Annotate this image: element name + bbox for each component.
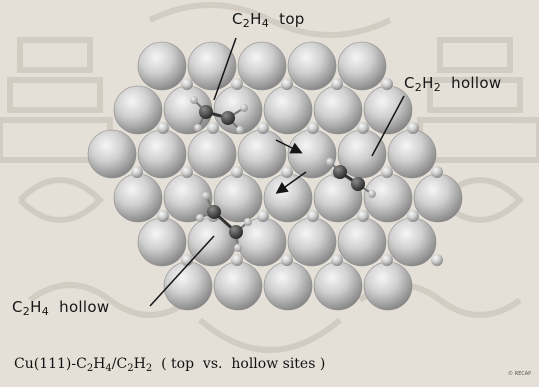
label-sub: 2 [434, 81, 441, 94]
cu-atom [364, 262, 412, 310]
subsurface-atom [181, 78, 193, 90]
cu-atom [288, 130, 336, 178]
subsurface-atom [331, 254, 343, 266]
subsurface-atom [157, 122, 169, 134]
cu-atom [314, 86, 362, 134]
subsurface-atom [407, 122, 419, 134]
carbon-atom [207, 205, 221, 219]
label-sub: 4 [262, 17, 269, 30]
cu-atom [138, 218, 186, 266]
cu-atom [138, 130, 186, 178]
subsurface-atom [181, 166, 193, 178]
label-text: H [30, 298, 42, 316]
label-text: C [232, 10, 243, 28]
subsurface-atom [231, 166, 243, 178]
label-text: C [404, 74, 415, 92]
cu-atom [288, 218, 336, 266]
subsurface-atom [357, 210, 369, 222]
carbon-atom [199, 105, 213, 119]
copyright-mark: © RECAP [508, 371, 531, 377]
cu-atom [414, 174, 462, 222]
subsurface-atom [307, 122, 319, 134]
hydrogen-atom [202, 192, 210, 200]
cu-atom [338, 218, 386, 266]
figure-caption: Cu(111)-C2H4/C2H2 ( top vs. hollow sites… [14, 356, 484, 374]
cu-atom [88, 130, 136, 178]
cu-atom [264, 86, 312, 134]
subsurface-atom [157, 210, 169, 222]
subsurface-atom [231, 78, 243, 90]
subsurface-atom [381, 166, 393, 178]
label-text: C [12, 298, 23, 316]
caption-text: H [134, 356, 146, 372]
cu-atom [188, 130, 236, 178]
subsurface-atom [257, 210, 269, 222]
subsurface-atom [207, 122, 219, 134]
hydrogen-atom [194, 124, 202, 132]
cu-atom [214, 174, 262, 222]
label-c2h2-hollow: C2H2 hollow [404, 74, 501, 94]
cu-atom [114, 174, 162, 222]
subsurface-atom [281, 254, 293, 266]
subsurface-atom [431, 254, 443, 266]
carbon-atom [229, 225, 243, 239]
cu-atom [338, 42, 386, 90]
cu-atom [388, 218, 436, 266]
caption-text: H [93, 356, 105, 372]
carbon-atom [333, 165, 347, 179]
cu-atom [264, 174, 312, 222]
subsurface-atom [281, 78, 293, 90]
subsurface-atom [357, 122, 369, 134]
label-c2h4-top: C2H4 top [232, 10, 305, 30]
subsurface-atom [381, 78, 393, 90]
label-c2h4-hollow: C2H4 hollow [12, 298, 109, 318]
label-text: H [422, 74, 434, 92]
hydrogen-atom [240, 104, 248, 112]
label-sub: 4 [42, 305, 49, 318]
cu-atom [314, 262, 362, 310]
hydrogen-atom [234, 244, 242, 252]
hydrogen-atom [326, 158, 334, 166]
cu-atom [238, 42, 286, 90]
cu-atom [138, 42, 186, 90]
subsurface-atom [407, 210, 419, 222]
label-sub: 2 [243, 17, 250, 30]
cu-atom [214, 262, 262, 310]
label-site: top [279, 10, 304, 28]
cu-atom [114, 86, 162, 134]
cu-atom [288, 42, 336, 90]
subsurface-atom [257, 122, 269, 134]
cu-atom [188, 42, 236, 90]
hydrogen-atom [236, 126, 244, 134]
carbon-atom [221, 111, 235, 125]
subsurface-atom [307, 210, 319, 222]
subsurface-atom [431, 166, 443, 178]
subsurface-atom [331, 78, 343, 90]
subsurface-atom [381, 254, 393, 266]
hydrogen-atom [244, 218, 252, 226]
cu-atom [264, 262, 312, 310]
hydrogen-atom [368, 190, 376, 198]
label-sub: 2 [23, 305, 30, 318]
caption-text: Cu(111)-C [14, 356, 87, 372]
cu-atom [364, 174, 412, 222]
hydrogen-atom [196, 214, 204, 222]
label-sub: 2 [415, 81, 422, 94]
cu-atom [238, 130, 286, 178]
caption-text: /C [112, 356, 127, 372]
cu-atom [164, 262, 212, 310]
carbon-atom [351, 177, 365, 191]
caption-text: ( top vs. hollow sites ) [152, 356, 325, 372]
subsurface-atom [231, 254, 243, 266]
hydrogen-atom [190, 96, 198, 104]
label-site: hollow [451, 74, 501, 92]
subsurface-atom [131, 166, 143, 178]
cu-atom [388, 130, 436, 178]
subsurface-atom [281, 166, 293, 178]
label-site: hollow [59, 298, 109, 316]
label-text: H [250, 10, 262, 28]
